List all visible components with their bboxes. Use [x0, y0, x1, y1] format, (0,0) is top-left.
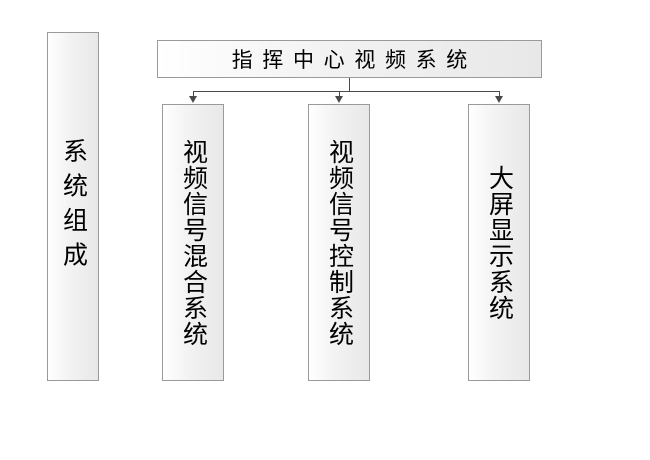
- arrow-head-2-icon: [335, 96, 343, 103]
- child-box-video-control: 视频信号控制系统: [308, 104, 370, 381]
- connector-drop-2: [339, 91, 340, 97]
- child-box-large-screen-display: 大屏显示系统: [468, 104, 530, 381]
- connector-trunk: [349, 78, 350, 91]
- child-box-2-label: 视频信号控制系统: [325, 138, 353, 347]
- child-box-1-label: 视频信号混合系统: [179, 138, 207, 347]
- header-box-label: 指挥中心视频系统: [231, 48, 477, 72]
- arrow-head-3-icon: [495, 96, 503, 103]
- child-box-3-label: 大屏显示系统: [485, 164, 513, 321]
- arrow-head-1-icon: [189, 96, 197, 103]
- connector-bus: [193, 91, 499, 92]
- connector-drop-1: [193, 91, 194, 97]
- title-panel: 系统组成: [47, 32, 99, 381]
- title-panel-label: 系统组成: [59, 137, 87, 276]
- header-box: 指挥中心视频系统: [157, 40, 542, 78]
- child-box-video-mixing: 视频信号混合系统: [162, 104, 224, 381]
- connector-drop-3: [499, 91, 500, 97]
